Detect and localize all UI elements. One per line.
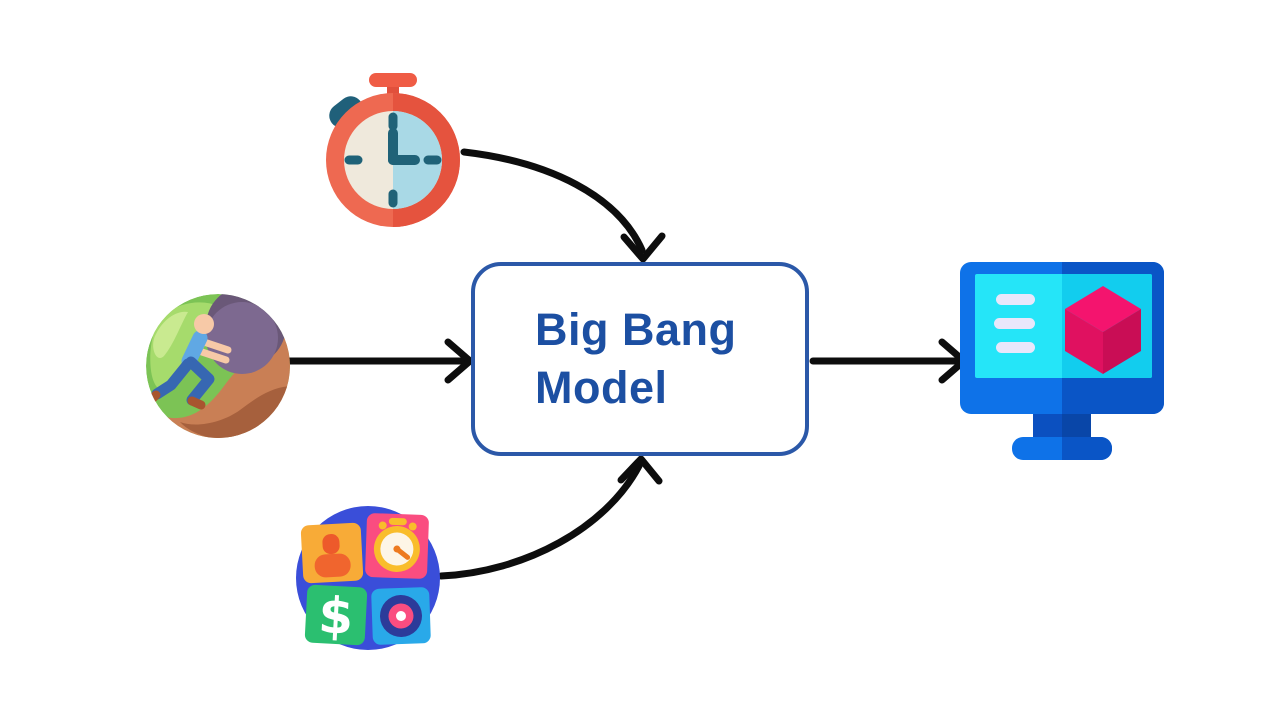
screen-list-lines: [994, 294, 1035, 353]
stopwatch-hands: [388, 128, 420, 165]
target-resource-icon: [371, 587, 431, 645]
center-node-label: Big Bang Model: [535, 304, 737, 413]
cube-icon: [1065, 286, 1141, 374]
center-node-big-bang-model: Big Bang Model: [471, 262, 809, 456]
arrow-stopwatch-to-center: [460, 148, 666, 263]
person-pushing-boulder-icon: [146, 294, 290, 438]
people-resource-icon: [300, 522, 364, 584]
resources-grid-icon: $: [296, 506, 440, 650]
stopwatch-icon: [326, 73, 460, 227]
dollar-sign: $: [317, 586, 355, 646]
pushing-person: [146, 314, 232, 410]
arrow-effort-to-center: [285, 338, 474, 384]
time-resource-icon: [365, 513, 429, 579]
arrow-center-to-monitor: [809, 338, 968, 384]
stopwatch-crown: [369, 73, 417, 87]
monitor-with-cube-icon: [960, 262, 1164, 460]
money-resource-icon: $: [304, 584, 368, 646]
stopwatch-ticks: [344, 112, 442, 208]
arrow-resources-to-center: [437, 455, 663, 580]
